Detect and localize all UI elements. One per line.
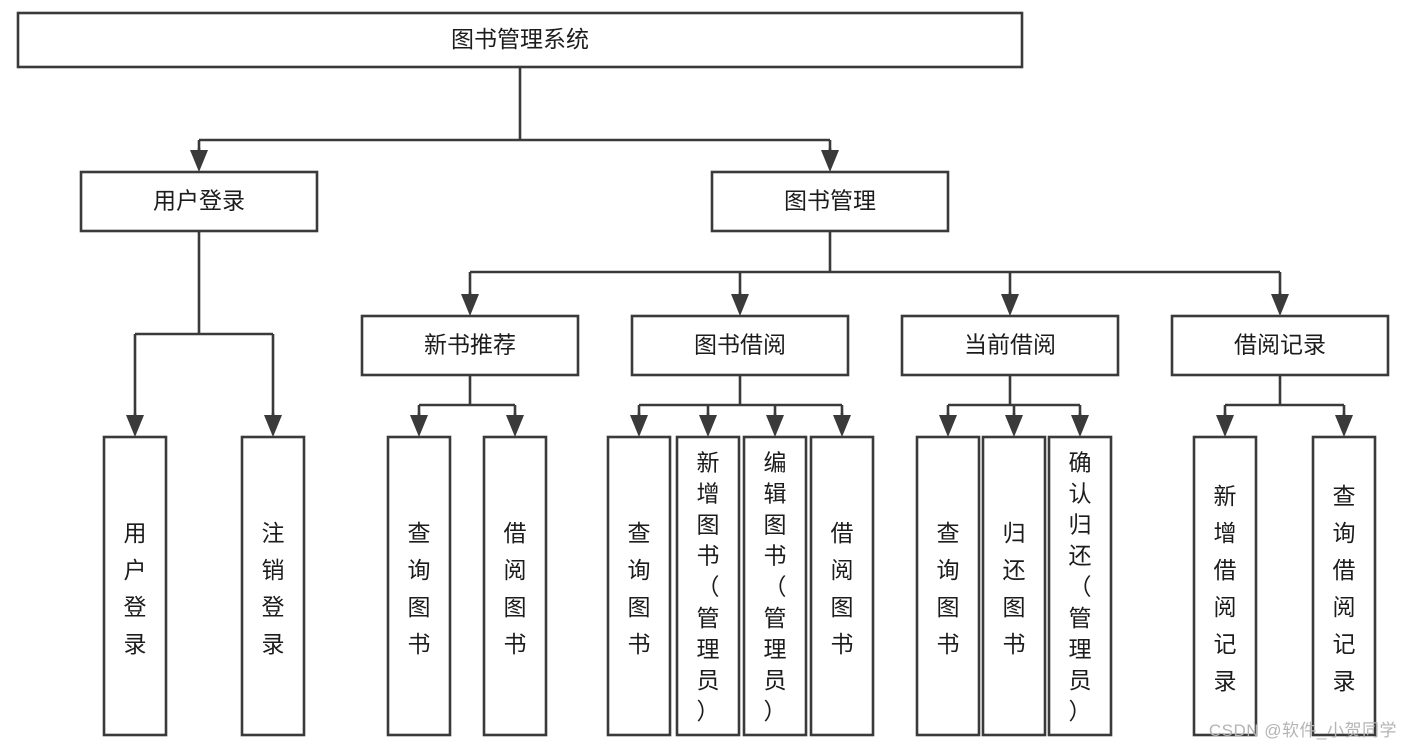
node-leaf-5[interactable]: 新增图书（管理员） (675, 435, 741, 737)
root-label: 图书管理系统 (451, 26, 589, 52)
leaf-nodes-layer: 用户登录 注销登录 查询图书 借阅图书 查询图书 新增图书（管理员） 编辑图书（管理员） 借阅… (102, 435, 1377, 737)
node-level1-label-1: 图书管理 (784, 188, 876, 214)
leaf-box-9[interactable] (981, 435, 1047, 737)
leaf-label-0: 用户登录 (124, 520, 147, 657)
leaf-label-9: 归还图书 (1003, 520, 1026, 657)
node-leaf-6[interactable]: 编辑图书（管理员） (742, 435, 808, 737)
leaf-label-3: 借阅图书 (504, 520, 527, 657)
node-level2-label-2: 当前借阅 (964, 332, 1056, 358)
new-book-arrow-1 (506, 415, 524, 437)
node-level2-3[interactable]: 借阅记录 (1170, 314, 1390, 377)
leaf-label-2: 查询图书 (408, 520, 431, 657)
node-level1-box-1[interactable] (710, 170, 950, 233)
node-level1-1[interactable]: 图书管理 (710, 170, 950, 233)
book-mgmt-arrow-0 (461, 294, 479, 316)
record-arrow-1 (1335, 415, 1353, 437)
node-level2-2[interactable]: 当前借阅 (900, 314, 1120, 377)
node-level2-box-0[interactable] (360, 314, 580, 377)
record-arrow-0 (1216, 415, 1234, 437)
leaf-label-11: 新增借阅记录 (1214, 483, 1237, 694)
node-level2-label-3: 借阅记录 (1234, 332, 1326, 358)
node-level1-label-0: 用户登录 (153, 188, 245, 214)
node-leaf-10[interactable]: 确认归还（管理员） (1047, 435, 1113, 737)
leaf-box-11[interactable] (1192, 435, 1258, 737)
current-arrow-2 (1071, 415, 1089, 437)
leaf-label-1: 注销登录 (262, 520, 285, 657)
node-leaf-8[interactable]: 查询图书 (915, 435, 981, 737)
leaf-box-3[interactable] (482, 435, 548, 737)
leaf-label-5: 新增图书（管理员） (697, 449, 720, 724)
node-level2-label-1: 图书借阅 (694, 332, 786, 358)
leaf-box-4[interactable] (606, 435, 672, 737)
book-mgmt-arrow-1 (731, 294, 749, 316)
level1-nodes-layer: 用户登录 图书管理 (79, 170, 950, 233)
new-book-arrow-0 (410, 415, 428, 437)
node-root[interactable]: 图书管理系统 (16, 11, 1024, 69)
node-leaf-12[interactable]: 查询借阅记录 (1311, 435, 1377, 737)
node-level2-box-2[interactable] (900, 314, 1120, 377)
node-leaf-7[interactable]: 借阅图书 (809, 435, 875, 737)
leaf-label-6: 编辑图书（管理员） (764, 449, 787, 724)
book-mgmt-arrow-2 (1001, 294, 1019, 316)
leaf-label-4: 查询图书 (628, 520, 651, 657)
current-arrow-0 (939, 415, 957, 437)
leaf-box-6[interactable] (742, 435, 808, 737)
leaf-label-10: 确认归还（管理员） (1069, 449, 1092, 724)
leaf-box-10[interactable] (1047, 435, 1113, 737)
borrow-arrow-3 (833, 415, 851, 437)
leaf-box-0[interactable] (102, 435, 168, 737)
leaf-box-12[interactable] (1311, 435, 1377, 737)
node-leaf-4[interactable]: 查询图书 (606, 435, 672, 737)
leaf-label-12: 查询借阅记录 (1333, 483, 1356, 694)
root-box[interactable] (16, 11, 1024, 69)
current-arrow-1 (1005, 415, 1023, 437)
node-level1-box-0[interactable] (79, 170, 319, 233)
borrow-arrow-0 (630, 415, 648, 437)
leaf-box-5[interactable] (675, 435, 741, 737)
node-level2-1[interactable]: 图书借阅 (630, 314, 850, 377)
borrow-arrow-1 (699, 415, 717, 437)
root-arrow-0 (190, 150, 208, 172)
arrow-heads-layer (126, 150, 1353, 437)
leaf-box-2[interactable] (386, 435, 452, 737)
node-level2-label-0: 新书推荐 (424, 332, 516, 358)
node-leaf-1[interactable]: 注销登录 (240, 435, 306, 737)
leaf-box-7[interactable] (809, 435, 875, 737)
node-leaf-2[interactable]: 查询图书 (386, 435, 452, 737)
level2-nodes-layer: 新书推荐 图书借阅 当前借阅 借阅记录 (360, 314, 1390, 377)
node-leaf-9[interactable]: 归还图书 (981, 435, 1047, 737)
borrow-arrow-2 (766, 415, 784, 437)
user-login-arrow-1 (264, 415, 282, 437)
node-level1-0[interactable]: 用户登录 (79, 170, 319, 233)
book-mgmt-arrow-3 (1271, 294, 1289, 316)
leaf-box-8[interactable] (915, 435, 981, 737)
leaf-box-1[interactable] (240, 435, 306, 737)
node-level2-box-3[interactable] (1170, 314, 1390, 377)
user-login-arrow-0 (126, 415, 144, 437)
leaf-label-7: 借阅图书 (831, 520, 854, 657)
node-leaf-3[interactable]: 借阅图书 (482, 435, 548, 737)
node-leaf-0[interactable]: 用户登录 (102, 435, 168, 737)
root-arrow-1 (821, 150, 839, 172)
node-level2-box-1[interactable] (630, 314, 850, 377)
node-level2-0[interactable]: 新书推荐 (360, 314, 580, 377)
node-leaf-11[interactable]: 新增借阅记录 (1192, 435, 1258, 737)
connectors-layer (133, 67, 1346, 417)
leaf-label-8: 查询图书 (937, 520, 960, 657)
